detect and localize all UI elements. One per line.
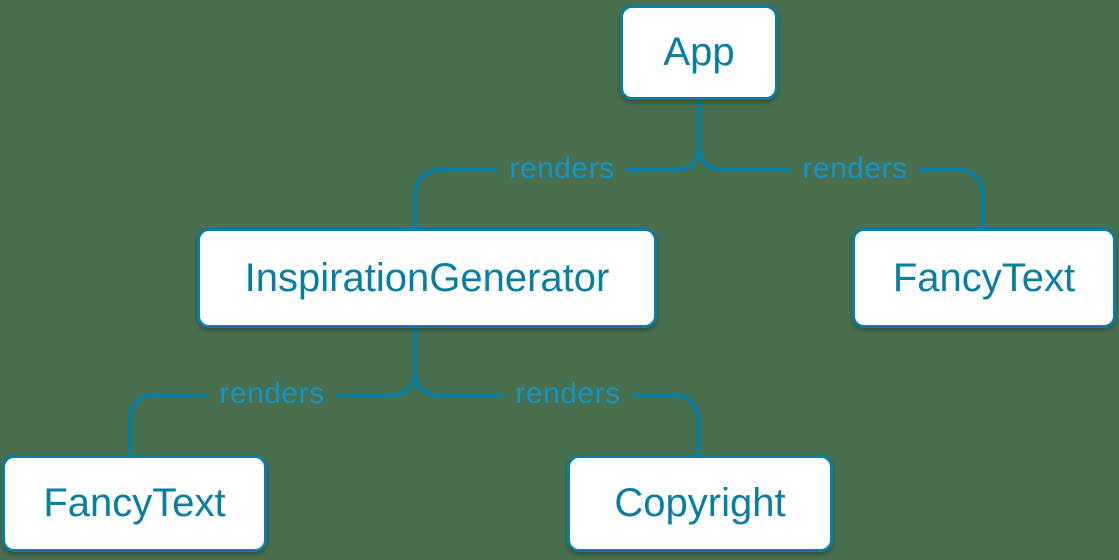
node-fancy-text-top: FancyText	[852, 228, 1116, 328]
node-app: App	[620, 5, 778, 100]
node-copyright: Copyright	[567, 455, 833, 552]
edge-inspirationgenerator-copyright	[413, 369, 700, 457]
edge-label-inspirationgenerator-fancytext: renders	[207, 377, 337, 411]
edge-label-app-fancytext: renders	[790, 152, 920, 186]
edge-app-fancytext	[697, 144, 985, 230]
edge-label-app-inspirationgenerator: renders	[497, 152, 627, 186]
edge-label-inspirationgenerator-copyright: renders	[503, 377, 633, 411]
node-fancy-text-bottom: FancyText	[2, 455, 267, 552]
node-inspiration-generator: InspirationGenerator	[197, 228, 657, 328]
